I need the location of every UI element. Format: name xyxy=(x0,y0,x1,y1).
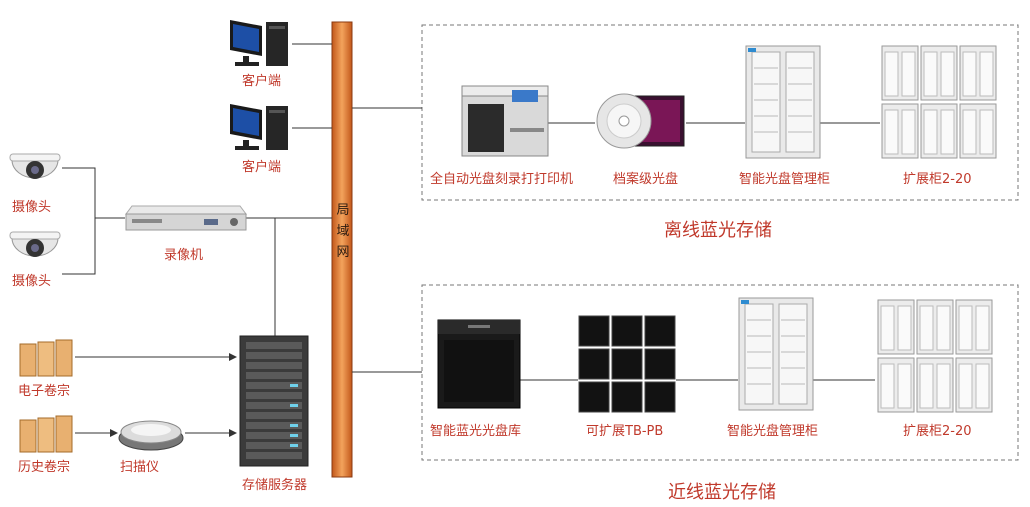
disc-printer-icon xyxy=(461,85,549,157)
archive-disc-icon xyxy=(596,93,685,149)
expansion-cabinets-icon xyxy=(877,299,993,413)
camera-label: 摄像头 xyxy=(12,274,52,289)
lan-label: 局 域 网 xyxy=(336,200,350,263)
client-pc-icon[interactable] xyxy=(226,100,294,154)
storage-server-icon xyxy=(239,335,309,467)
disc-cabinet-icon xyxy=(745,45,821,159)
nearline-title: 近线蓝光存储 xyxy=(668,482,776,503)
server-label: 存储服务器 xyxy=(242,478,308,493)
lan-bar xyxy=(331,21,353,478)
scanner-label: 扫描仪 xyxy=(120,460,160,475)
lan-char: 域 xyxy=(336,224,350,239)
nearline-device-label: 可扩展TB-PB xyxy=(586,424,664,439)
offline-device-label: 档案级光盘 xyxy=(613,172,679,187)
camera-label: 摄像头 xyxy=(12,200,52,215)
disc-cabinet-icon xyxy=(738,297,814,411)
nearline-device-label: 智能蓝光光盘库 xyxy=(430,424,522,439)
offline-device-label: 扩展柜2-20 xyxy=(903,172,972,187)
camera-icon xyxy=(9,153,61,179)
archive-box-icon xyxy=(19,339,73,377)
nearline-box xyxy=(421,284,1019,461)
nearline-device-label: 扩展柜2-20 xyxy=(903,424,972,439)
offline-device-label: 智能光盘管理柜 xyxy=(739,172,831,187)
archive-label: 电子卷宗 xyxy=(18,384,71,399)
scanner-icon xyxy=(118,420,184,451)
client-pc-icon[interactable] xyxy=(226,16,294,70)
offline-title: 离线蓝光存储 xyxy=(664,220,772,241)
offline-box xyxy=(421,24,1019,201)
recorder-icon xyxy=(125,205,247,231)
archive-box-icon xyxy=(19,415,73,453)
recorder-label: 录像机 xyxy=(164,248,204,263)
nearline-device-label: 智能光盘管理柜 xyxy=(727,424,819,439)
bluray-library-icon xyxy=(437,319,521,409)
expansion-cabinets-icon xyxy=(881,45,997,159)
client-label: 客户端 xyxy=(242,74,282,89)
lan-char: 局 xyxy=(336,203,350,218)
archive-label: 历史卷宗 xyxy=(18,460,71,475)
camera-icon xyxy=(9,231,61,257)
client-label: 客户端 xyxy=(242,160,282,175)
lan-char: 网 xyxy=(336,245,350,260)
tb-pb-modules-icon xyxy=(578,315,676,413)
offline-device-label: 全自动光盘刻录打打印机 xyxy=(430,172,574,187)
